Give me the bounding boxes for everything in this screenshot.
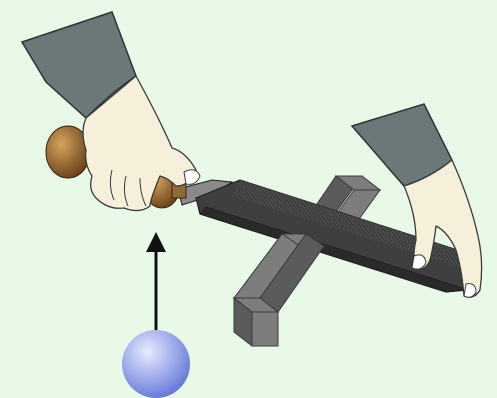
- up-arrow-icon: [146, 232, 166, 332]
- right-hand: [403, 159, 483, 298]
- file-tool: [177, 179, 477, 293]
- file-edge: [199, 206, 469, 293]
- workpiece-front-bar: [232, 233, 326, 348]
- sphere-icon: [122, 330, 190, 398]
- left-hand: [82, 75, 201, 212]
